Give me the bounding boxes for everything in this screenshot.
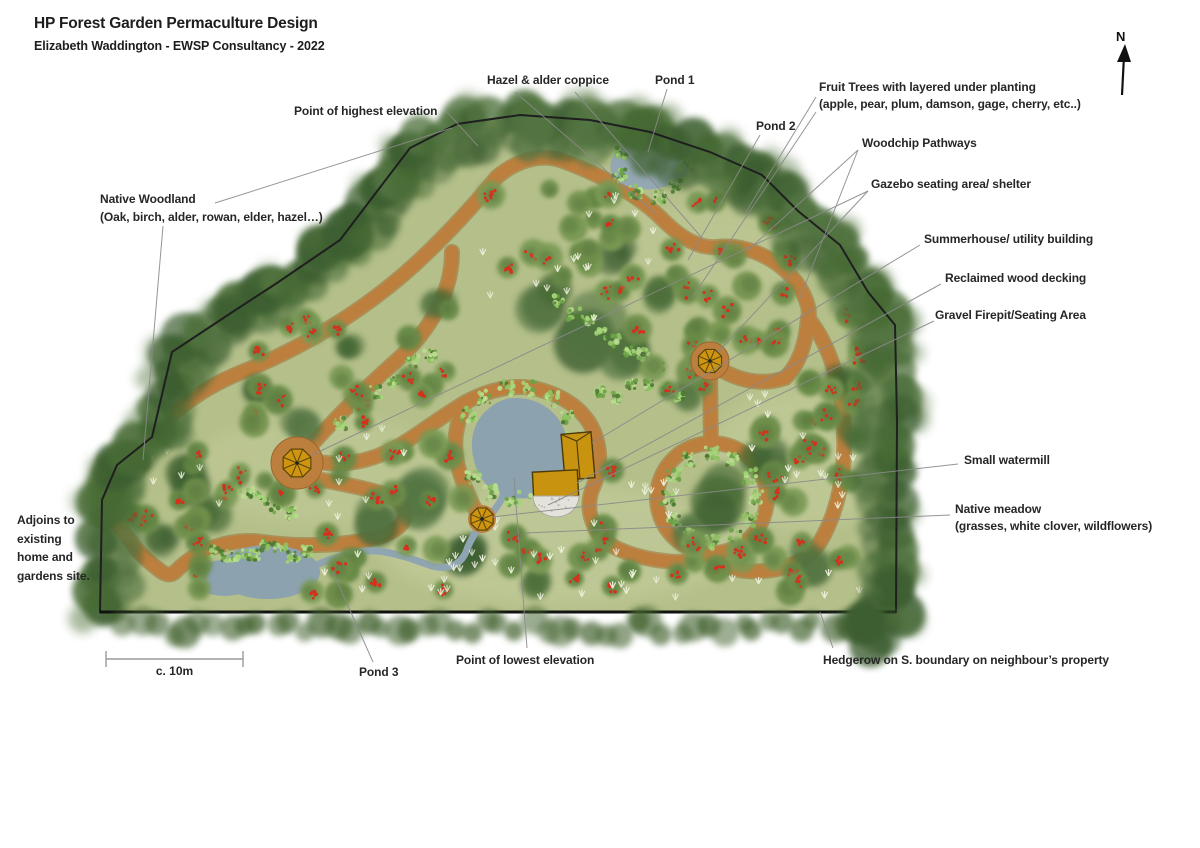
annotation-fruit-trees-line2: (apple, pear, plum, damson, gage, cherry… <box>819 97 1081 111</box>
annotation-adjoins-line4: gardens site. <box>17 568 90 583</box>
page-subtitle: Elizabeth Waddington - EWSP Consultancy … <box>34 39 325 53</box>
annotation-highest-elevation: Point of highest elevation <box>294 104 438 118</box>
meadow-sprigs-layer <box>148 191 863 601</box>
annotation-hazel-coppice: Hazel & alder coppice <box>487 73 609 87</box>
gazebo-left <box>282 448 312 478</box>
page-title: HP Forest Garden Permaculture Design <box>34 15 318 32</box>
annotation-adjoins-line2: existing <box>17 531 62 546</box>
annotation-gravel-firepit: Gravel Firepit/Seating Area <box>935 308 1086 322</box>
annotation-woodchip-pathways: Woodchip Pathways <box>862 136 977 150</box>
annotation-lowest-elevation: Point of lowest elevation <box>456 653 595 667</box>
annotation-native-meadow-line2: (grasses, white clover, wildflowers) <box>955 519 1153 533</box>
annotation-watermill: Small watermill <box>964 453 1050 467</box>
interior-tree-clusters <box>144 235 875 599</box>
boundary-woodland-band <box>68 88 932 638</box>
small-watermill <box>470 507 494 531</box>
annotation-pond-1: Pond 1 <box>655 73 695 87</box>
leader-lines <box>142 88 959 663</box>
annotation-native-woodland-line1: Native Woodland <box>100 192 196 206</box>
hedgerow <box>109 591 902 668</box>
annotation-pond-2: Pond 2 <box>756 119 796 133</box>
annotation-hedgerow: Hedgerow on S. boundary on neighbour’s p… <box>823 653 1109 667</box>
north-label: N <box>1116 29 1126 44</box>
annotation-adjoins-line3: home and <box>17 550 73 564</box>
north-arrow-icon <box>1117 44 1131 96</box>
annotation-native-woodland-line2: (Oak, birch, alder, rowan, elder, hazel…… <box>100 210 323 224</box>
annotation-decking: Reclaimed wood decking <box>945 271 1087 285</box>
summerhouse <box>560 431 596 481</box>
annotation-adjoins: Adjoins to existing home and gardens sit… <box>17 511 90 585</box>
annotation-summerhouse: Summerhouse/ utility building <box>924 232 1094 246</box>
site-boundary-line <box>98 113 899 613</box>
annotation-pond-3: Pond 3 <box>359 665 399 679</box>
annotation-gazebo: Gazebo seating area/ shelter <box>871 177 1031 191</box>
annotation-native-meadow-line1: Native meadow <box>955 502 1042 516</box>
gazebo-right <box>697 348 723 374</box>
annotation-adjoins-line1: Adjoins to <box>17 513 75 527</box>
gravel-firepit-area <box>532 495 580 518</box>
scale-bar <box>105 651 244 667</box>
annotation-fruit-trees-line1: Fruit Trees with layered under planting <box>819 80 1036 94</box>
scale-bar-label: c. 10m <box>155 664 194 678</box>
built-features <box>270 341 730 533</box>
